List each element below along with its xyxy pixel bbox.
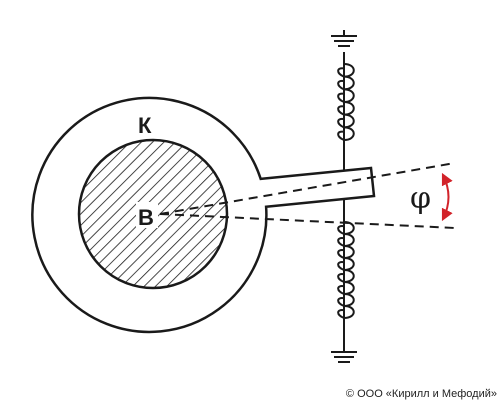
ground-icon	[331, 340, 357, 363]
ground-icon	[331, 30, 357, 47]
angle-arrow	[441, 172, 453, 222]
lower-spring	[337, 221, 355, 319]
angle-label: φ	[410, 181, 431, 216]
rest-axis-dashed	[159, 213, 456, 229]
copyright-text: © ООО «Кирилл и Мефодий»	[346, 388, 497, 400]
rotated-axis-dashed	[159, 162, 456, 215]
center-label-bg	[136, 202, 158, 228]
upper-spring	[337, 63, 355, 141]
ring-label: К	[138, 113, 152, 138]
center-label: B	[138, 205, 154, 230]
